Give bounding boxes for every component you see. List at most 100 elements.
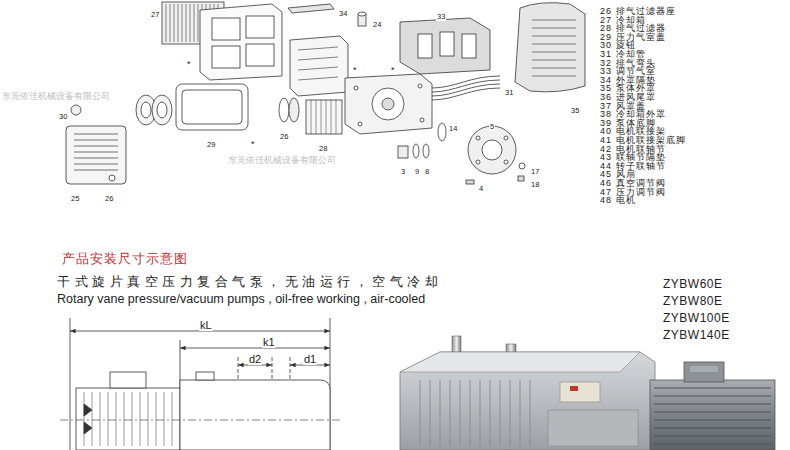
exploded-view	[66, 2, 585, 184]
callout-number: 17	[530, 168, 540, 176]
callout-number: 14	[448, 125, 458, 133]
callout-number: 4	[478, 185, 484, 193]
watermark: 东莞依佳机械设备有限公司	[228, 156, 336, 165]
spare-part-mark-slot: *	[186, 54, 192, 70]
spare-part-mark-slot: *	[390, 60, 396, 76]
parts-list-entry-slot: 37 风罩盖	[600, 96, 646, 112]
callout-number: 9	[414, 168, 420, 176]
parts-list-entry-slot: 34 外罩隔垫	[600, 70, 656, 86]
callout-number-slot: 17	[530, 161, 540, 177]
callout-number-slot: 18	[530, 174, 540, 190]
callout-number: 26	[104, 195, 114, 203]
pump-photo	[400, 336, 775, 450]
callout-number: 28	[318, 145, 328, 153]
callout-number-slot: 27	[150, 4, 160, 20]
callout-number-slot: 29	[206, 134, 216, 150]
dimension-label-slot: k1	[262, 333, 276, 349]
parts-list-entry-slot: 42 电机联轴节	[600, 139, 666, 155]
subtitle-zh-slot: 干式旋片真空压力复合气泵，无油运行，空气冷却	[57, 273, 442, 289]
parts-list-entry-slot: 41 电机联接架底脚	[600, 130, 686, 146]
callout-number-slot: 5	[489, 116, 495, 132]
callout-number-slot: 25	[70, 188, 80, 204]
model-name: ZYBW60E	[663, 278, 723, 290]
callout-number: 3	[400, 168, 406, 176]
callout-number-slot: 3	[400, 161, 406, 177]
parts-list-entry-slot: 47 压力调节阀	[600, 182, 666, 198]
model-name: ZYBW100E	[663, 312, 730, 324]
spare-part-mark-slot: *	[352, 60, 358, 76]
parts-list-entry-slot: 32 排气弯头	[600, 53, 656, 69]
callout-number: 26	[279, 133, 289, 141]
callout-number-slot: 24	[372, 14, 382, 30]
callout-number: 27	[150, 11, 160, 19]
callout-number-slot: 30	[58, 106, 68, 122]
parts-list-entry: 48 电机	[600, 196, 636, 205]
parts-list-entry-slot: 30 旋钮	[600, 35, 636, 51]
section-title-slot: 产品安装尺寸示意图	[62, 250, 188, 266]
callout-number: 8	[424, 168, 430, 176]
watermark-slot: 东莞依佳机械设备有限公司	[2, 86, 110, 102]
parts-list-entry-slot: 45 风扇	[600, 164, 636, 180]
dimension-label: kL	[199, 320, 213, 331]
spare-part-mark: *	[352, 66, 358, 75]
model-name: ZYBW80E	[663, 295, 723, 307]
parts-list-entry-slot: 27 冷却箱	[600, 10, 646, 26]
watermark-slot: 东莞依佳机械设备有限公司	[228, 150, 336, 166]
callout-number-slot: 14	[448, 118, 458, 134]
dimension-label: d2	[248, 354, 262, 365]
callout-number: 34	[338, 10, 348, 18]
subtitle-en-slot: Rotary vane pressure/vacuum pumps , oil-…	[57, 290, 425, 306]
dimension-drawing	[60, 318, 340, 450]
dimension-label-slot: d2	[248, 350, 262, 366]
callout-number-slot: 9	[414, 161, 420, 177]
callout-number-slot: 31	[504, 82, 514, 98]
model-name-slot: ZYBW60E	[663, 275, 723, 291]
callout-number-slot: 28	[318, 138, 328, 154]
parts-list-entry-slot: 26 排气过滤器座	[600, 1, 676, 17]
parts-list-entry-slot: 29 压力气室盖	[600, 27, 666, 43]
parts-list-entry-slot: 44 转子联轴节	[600, 156, 666, 172]
callout-number-slot: 34	[338, 3, 348, 19]
callout-number: 25	[70, 195, 80, 203]
model-name-slot: ZYBW140E	[663, 326, 730, 342]
callout-number: 35	[570, 107, 580, 115]
parts-list-entry-slot: 38 冷却箱外罩	[600, 104, 666, 120]
callout-number-slot: 35	[570, 100, 580, 116]
spare-part-mark: *	[250, 140, 256, 149]
parts-list-entry-slot: 46 真空调节阀	[600, 173, 666, 189]
parts-list-entry-slot: 43 联轴节隔垫	[600, 147, 666, 163]
spare-part-mark: *	[390, 66, 396, 75]
callout-number-slot: 33	[436, 6, 446, 22]
dimension-label: k1	[262, 337, 276, 348]
subtitle-en: Rotary vane pressure/vacuum pumps , oil-…	[57, 293, 425, 306]
callout-number: 31	[504, 89, 514, 97]
watermark: 东莞依佳机械设备有限公司	[2, 92, 110, 101]
callout-number-slot: 26	[279, 126, 289, 142]
parts-list-entry-slot: 48 电机	[600, 190, 636, 206]
callout-number: 5	[489, 123, 495, 131]
callout-number: 30	[58, 113, 68, 121]
dimension-label-slot: d1	[303, 350, 317, 366]
parts-list-entry-slot: 36 进风尾罩	[600, 87, 656, 103]
callout-number: 24	[372, 21, 382, 29]
section-title: 产品安装尺寸示意图	[62, 252, 188, 265]
model-name-slot: ZYBW100E	[663, 309, 730, 325]
parts-list-entry-slot: 31 冷却管	[600, 44, 646, 60]
callout-number-slot: 26	[104, 188, 114, 204]
callout-number-slot: 8	[424, 161, 430, 177]
parts-list-entry-slot: 33 调节气室	[600, 61, 656, 77]
parts-list-entry-slot: 35 泵体外罩	[600, 78, 656, 94]
callout-number: 29	[206, 141, 216, 149]
model-name: ZYBW140E	[663, 329, 730, 341]
parts-list-entry-slot: 40 电机联接架	[600, 121, 666, 137]
parts-list-entry-slot: 39 泵体底脚	[600, 113, 656, 129]
spare-part-mark-slot: *	[250, 134, 256, 150]
spare-part-mark: *	[186, 60, 192, 69]
model-name-slot: ZYBW80E	[663, 292, 723, 308]
callout-number: 33	[436, 13, 446, 21]
dimension-label-slot: kL	[199, 316, 213, 332]
callout-number-slot: 4	[478, 178, 484, 194]
dimension-label: d1	[303, 354, 317, 365]
callout-number: 18	[530, 181, 540, 189]
